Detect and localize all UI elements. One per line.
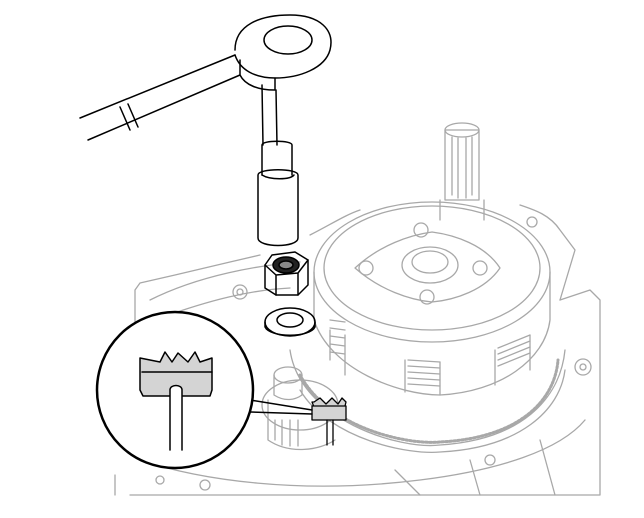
socket	[257, 140, 299, 247]
gear-holder-tool-detail	[139, 351, 213, 451]
drive-gear	[261, 366, 339, 451]
crankcase	[114, 122, 601, 496]
wrench-head	[234, 14, 332, 79]
gear-holder-tool	[249, 397, 347, 446]
torque-wrench	[79, 14, 332, 247]
extension-bar	[261, 84, 278, 146]
leader-line	[249, 399, 313, 415]
wrench-handle	[79, 54, 241, 141]
lock-washer	[264, 307, 316, 337]
clutch-nut	[264, 251, 309, 296]
clutch-basket	[313, 201, 551, 396]
detail-callout	[95, 310, 255, 470]
mainshaft	[439, 122, 485, 221]
